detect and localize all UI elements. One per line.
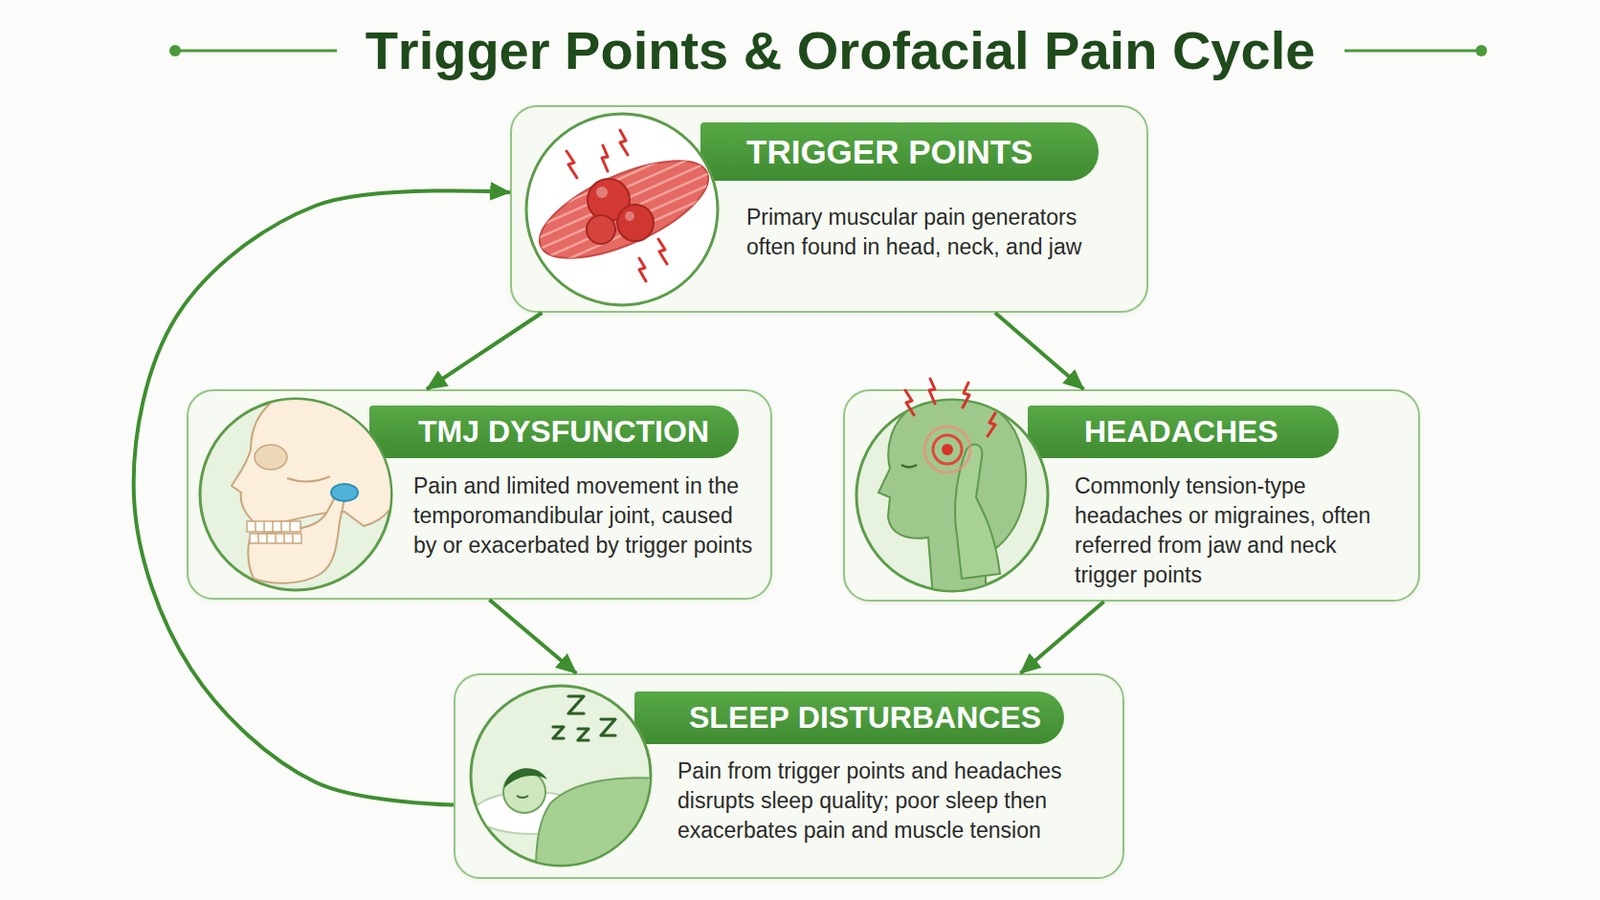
cycle-arrow bbox=[995, 312, 1085, 390]
cycle-arrow bbox=[488, 600, 577, 674]
cycle-arrow bbox=[133, 190, 511, 805]
box-heading: TMJ DYSFUNCTION bbox=[369, 405, 739, 459]
cycle-arrow bbox=[426, 312, 542, 390]
trigger-knot bbox=[586, 215, 616, 245]
box-body: Pain from trigger points and headaches d… bbox=[677, 756, 1089, 846]
blanket bbox=[535, 777, 670, 871]
illustration-circle bbox=[470, 686, 651, 867]
sleeper-head bbox=[503, 771, 546, 814]
trigger-knot bbox=[587, 178, 630, 222]
eye-socket bbox=[254, 444, 288, 470]
illustration-circle bbox=[526, 113, 718, 306]
cycle-box: TMJ DYSFUNCTION Pain and limited movement… bbox=[186, 389, 773, 600]
skull-illustration bbox=[200, 381, 403, 591]
box-heading: HEADACHES bbox=[1027, 405, 1339, 459]
trigger-knot bbox=[617, 204, 654, 242]
diagram-title: Trigger Points & Orofacial Pain Cycle bbox=[361, 20, 1319, 82]
muscle-group bbox=[527, 135, 722, 279]
title-dot bbox=[1475, 44, 1488, 57]
head-group bbox=[878, 397, 1026, 599]
hair bbox=[504, 768, 548, 789]
tmj-disc bbox=[331, 484, 358, 502]
illustration-circle bbox=[200, 399, 392, 591]
cheekbone bbox=[287, 476, 331, 483]
upper-teeth bbox=[246, 521, 301, 533]
muscle-fibers bbox=[535, 135, 716, 274]
cycle-box: TRIGGER POINTS Primary muscular pain gene… bbox=[510, 105, 1149, 313]
pain-ring bbox=[924, 426, 971, 473]
hand bbox=[955, 444, 1000, 579]
cycle-arrow bbox=[1020, 601, 1104, 674]
box-body: Commonly tension-type headaches or migra… bbox=[1074, 471, 1377, 591]
pain-bolt bbox=[905, 378, 996, 437]
muscle-illustration bbox=[526, 113, 721, 306]
title-dot bbox=[169, 44, 181, 57]
closed-eye bbox=[901, 465, 917, 468]
pain-ring bbox=[933, 435, 962, 465]
title-rule bbox=[175, 49, 337, 53]
sleep-illustration bbox=[470, 686, 670, 871]
pain-center bbox=[941, 444, 954, 456]
closed-eye bbox=[516, 796, 529, 799]
knot-highlight bbox=[596, 186, 608, 199]
cranium bbox=[231, 381, 403, 527]
box-heading: SLEEP DISTURBANCES bbox=[634, 691, 1065, 745]
muscle-fiber bbox=[535, 135, 716, 274]
box-body: Primary muscular pain generators often f… bbox=[746, 202, 1101, 263]
head-illustration bbox=[856, 378, 1048, 599]
lower-teeth bbox=[249, 533, 302, 544]
box-heading: TRIGGER POINTS bbox=[700, 122, 1099, 181]
knot-highlight bbox=[624, 211, 635, 222]
pillow bbox=[473, 792, 589, 835]
box-body: Pain and limited movement in the temporo… bbox=[413, 471, 756, 561]
cycle-box: HEADACHES Commonly tension-type headaches… bbox=[843, 389, 1421, 602]
muscle-belly bbox=[527, 140, 722, 278]
skull-group bbox=[231, 381, 403, 583]
head-profile bbox=[878, 397, 1026, 599]
sleep-z-symbol bbox=[553, 696, 616, 741]
title-rule bbox=[1344, 49, 1482, 53]
sleeper-group bbox=[473, 768, 670, 871]
mandible bbox=[247, 497, 345, 584]
illustration-circle bbox=[856, 400, 1048, 592]
pain-bolt bbox=[566, 130, 667, 282]
cycle-box: SLEEP DISTURBANCES Pain from trigger poin… bbox=[453, 673, 1125, 880]
